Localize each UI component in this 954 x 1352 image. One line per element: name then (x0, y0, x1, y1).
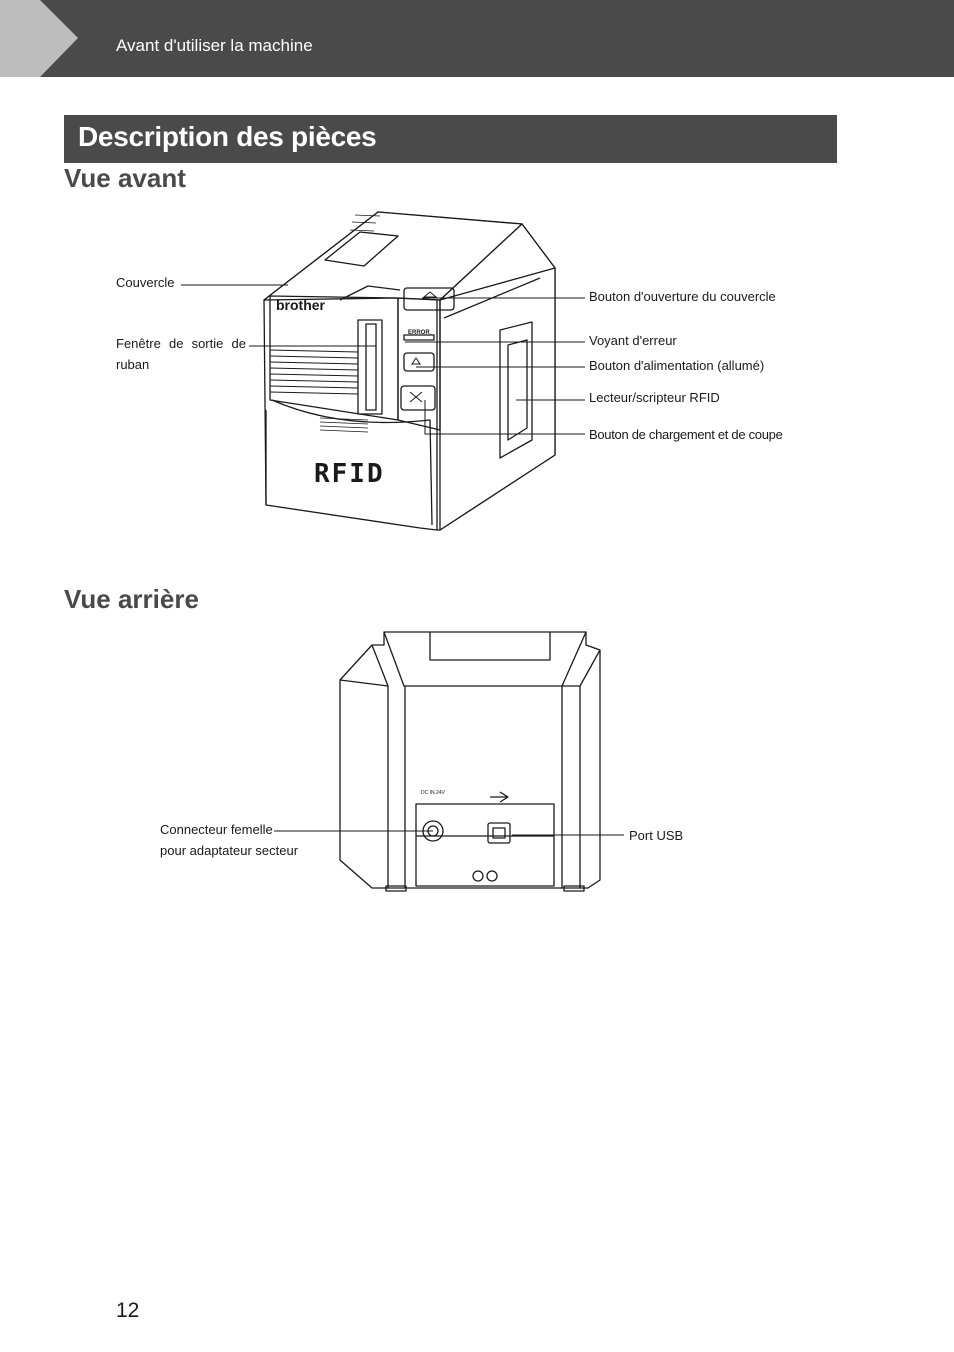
printer-rfid-text: RFID (314, 459, 385, 489)
callout-error-led: Voyant d'erreur (589, 333, 677, 348)
header-tab-shape (0, 0, 78, 77)
rear-view-heading: Vue arrière (64, 584, 199, 614)
section-title: Description des pièces (78, 121, 377, 152)
rear-printer-illustration (339, 631, 601, 892)
eject-icon (422, 291, 438, 298)
dc-in-label: DC IN 24V (421, 790, 446, 796)
power-icon (411, 357, 421, 365)
page-number: 12 (116, 1299, 140, 1322)
front-view-heading: Vue avant (64, 163, 186, 193)
callout-dc-connector-line1: Connecteur femelle (160, 822, 273, 837)
callout-rfid-reader: Lecteur/scripteur RFID (589, 390, 720, 405)
printer-brand-text: brother (276, 297, 326, 313)
scissors-icon (409, 391, 423, 403)
callout-feed-cut-button: Bouton de chargement et de coupe (589, 427, 783, 442)
callout-cover-open-button: Bouton d'ouverture du couvercle (589, 289, 776, 304)
callout-tape-exit: Fenêtre de sortie de ruban (116, 336, 246, 372)
breadcrumb: Avant d'utiliser la machine (116, 36, 313, 55)
error-label-text: ERROR (408, 330, 430, 336)
page-header: Avant d'utiliser la machine (0, 0, 954, 77)
front-printer-illustration (263, 211, 556, 531)
callout-cover: Couvercle (116, 275, 175, 290)
usb-symbol-icon (490, 791, 509, 803)
callout-usb-port: Port USB (629, 828, 684, 843)
callout-dc-connector-line2: pour adaptateur secteur (160, 843, 299, 858)
callout-power-button: Bouton d'alimentation (allumé) (589, 358, 765, 373)
section-banner: Description des pièces (64, 115, 837, 163)
